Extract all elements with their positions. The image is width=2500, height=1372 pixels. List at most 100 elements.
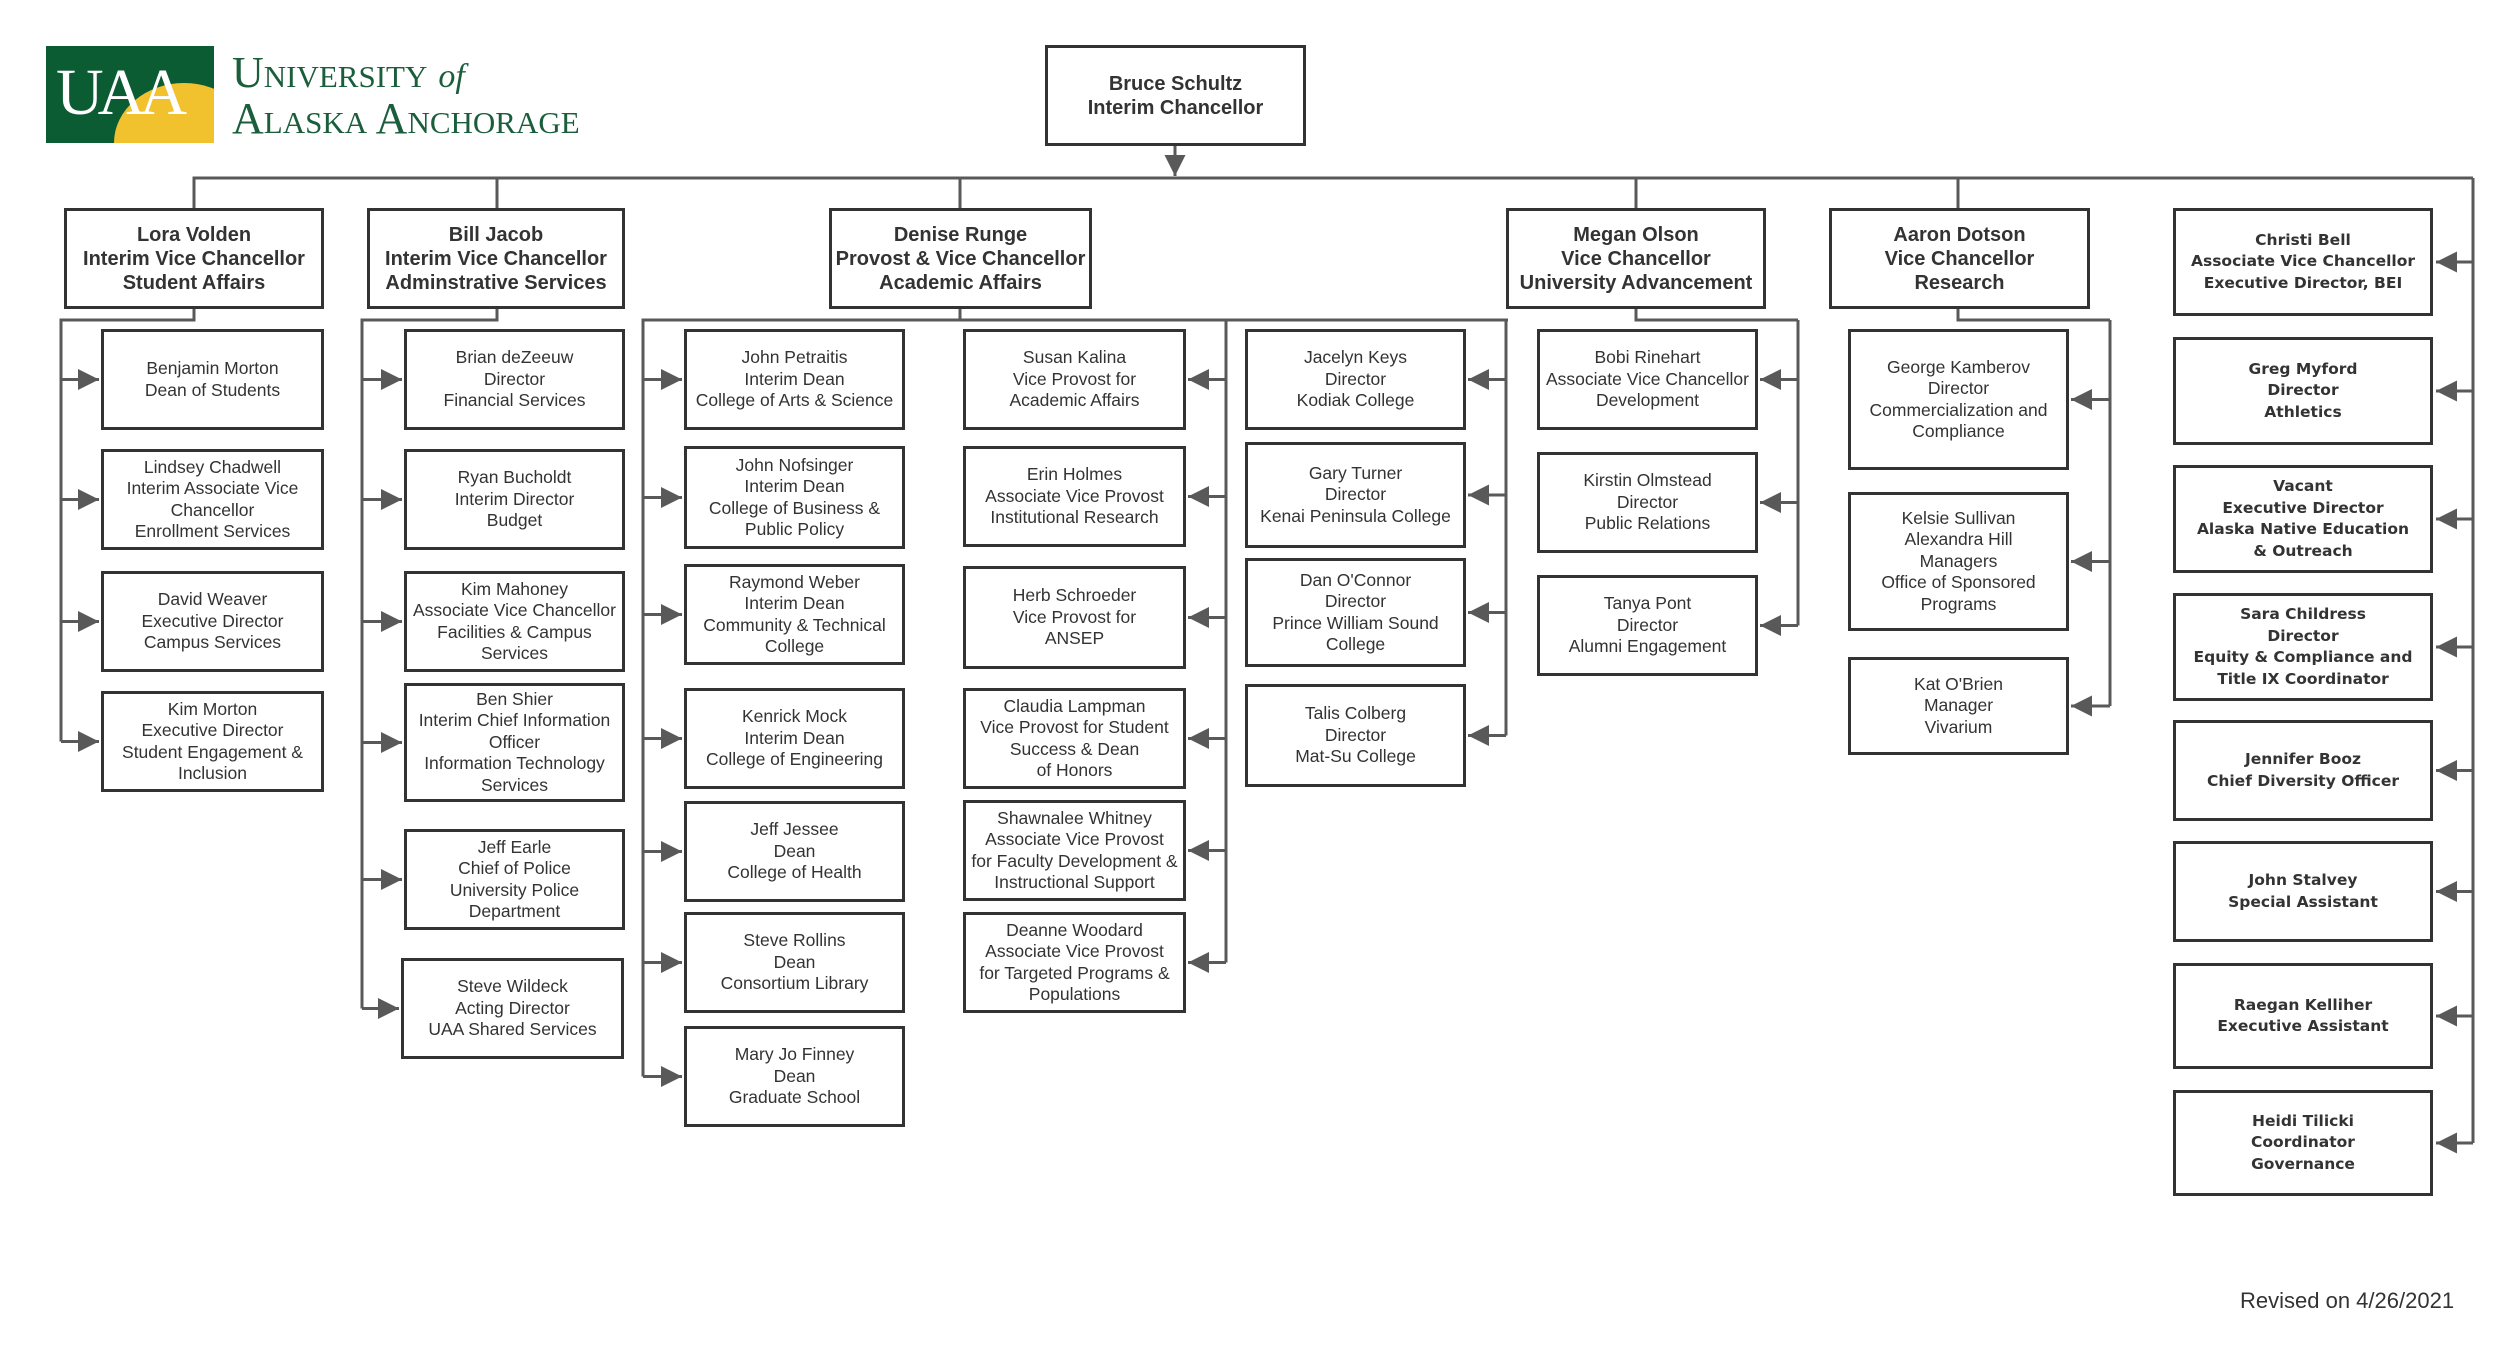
person-name: Lora Volden xyxy=(136,223,252,246)
person-name: Kelsie Sullivan xyxy=(1901,507,2016,528)
position-title: College of Arts & Science xyxy=(695,390,894,411)
person-name: Megan Olson xyxy=(1573,223,1699,246)
person-name: Brian deZeeuw xyxy=(455,347,574,368)
position-title: Executive Director, BEI xyxy=(2203,273,2403,292)
position-title: Director xyxy=(1616,614,1679,635)
person-name: Claudia Lampman xyxy=(1003,695,1146,716)
person-name: John Petraitis xyxy=(741,347,848,368)
person-name: Bill Jacob xyxy=(448,223,544,246)
position-title: Kenai Peninsula College xyxy=(1260,505,1451,526)
position-title: College xyxy=(1325,634,1386,654)
position-title: Populations xyxy=(1028,984,1121,1004)
position-title: Commercialization and xyxy=(1869,399,2048,420)
position-title: Director xyxy=(1324,591,1387,611)
position-title: Interim Vice Chancellor xyxy=(385,247,607,270)
person-name: David Weaver xyxy=(157,589,268,610)
person-name: Kenrick Mock xyxy=(741,706,848,727)
department-bus xyxy=(59,309,196,742)
person-name: Ryan Bucholdt xyxy=(457,467,572,488)
position-title: College of Health xyxy=(727,862,862,883)
position-title: Interim Chief Information xyxy=(418,710,611,731)
person-name: Denise Runge xyxy=(893,223,1028,246)
position-title: Institutional Research xyxy=(990,507,1159,528)
position-title: Chief of Police xyxy=(458,858,571,878)
position-title: Associate Vice Chancellor xyxy=(2190,252,2416,271)
position-title: for Faculty Development & xyxy=(971,850,1178,871)
position-title: Public Relations xyxy=(1584,513,1711,534)
position-title: Dean xyxy=(773,1065,816,1086)
position-title: Inclusion xyxy=(177,763,248,783)
person-name: Dan O'Connor xyxy=(1299,569,1412,590)
person-name: John Stalvey xyxy=(2248,871,2358,889)
person-name: Jeff Jessee xyxy=(750,819,839,840)
uaa-logo-mark: UAA xyxy=(46,46,214,143)
position-title: Development xyxy=(1595,390,1700,411)
department-bus xyxy=(360,309,499,1009)
person-name: Jennifer Booz xyxy=(2244,750,2362,768)
position-title: Associate Vice Provost xyxy=(985,485,1164,506)
person-name: Herb Schroeder xyxy=(1012,585,1137,606)
logo-line1-suffix: of xyxy=(438,58,465,95)
position-title: Interim Chancellor xyxy=(1087,96,1264,119)
position-title: Instructional Support xyxy=(994,872,1155,892)
position-title: Interim Dean xyxy=(744,593,845,613)
position-title: Executive Director xyxy=(141,610,284,631)
position-title: Chancellor xyxy=(170,499,255,520)
position-title: Interim Associate Vice xyxy=(126,478,299,498)
person-name: Erin Holmes xyxy=(1026,464,1123,485)
person-name: Raegan Kelliher xyxy=(2233,995,2373,1014)
person-name: Aaron Dotson xyxy=(1893,223,2026,246)
position-title: Provost & Vice Chancellor xyxy=(835,247,1086,270)
person-name: Kat O'Brien xyxy=(1914,673,2003,694)
person-name: Bruce Schultz xyxy=(1108,72,1243,95)
